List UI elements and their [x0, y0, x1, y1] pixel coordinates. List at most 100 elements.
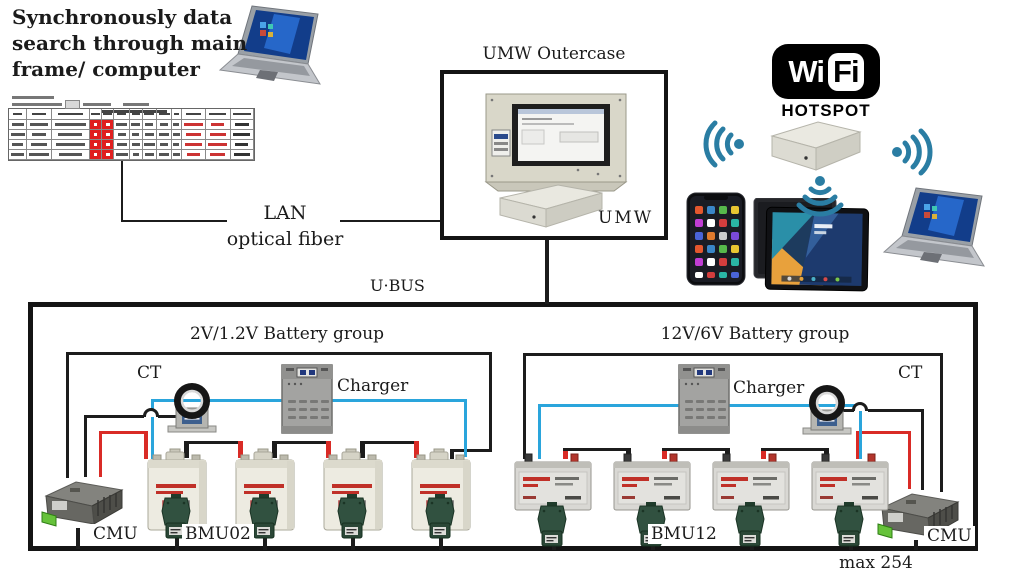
wifi-signal-down-icon [794, 168, 846, 224]
wire-black [76, 528, 80, 549]
table-cell [130, 150, 143, 160]
max-254-label: max 254 [839, 553, 913, 573]
table-cell [9, 120, 28, 130]
wire-blue [859, 404, 862, 459]
table-cell [157, 109, 172, 120]
table-cell [51, 150, 90, 160]
wire-crossover-hop [143, 408, 159, 417]
table-cell [89, 150, 103, 160]
table-cell [206, 120, 231, 130]
table-button [65, 100, 80, 109]
table-cell [9, 109, 28, 120]
wifi-signal-right-icon [884, 126, 940, 178]
table-cell [206, 140, 231, 150]
ct-right-label: CT [898, 363, 923, 383]
wire-black [263, 534, 267, 550]
table-header-row [9, 109, 254, 120]
table-cell [9, 140, 28, 150]
wire-black [523, 353, 943, 356]
table-cell [27, 109, 52, 120]
table-cell [181, 120, 207, 130]
wire-red [662, 448, 667, 459]
wire-black [914, 540, 918, 550]
table-cell [102, 140, 115, 150]
smartphone-image [686, 192, 746, 286]
table-cell [102, 120, 115, 130]
table-cell [157, 130, 172, 140]
wifi-signal-left-icon [696, 118, 752, 170]
wire-black [868, 409, 924, 412]
wire-black [489, 352, 492, 452]
wire-black [272, 441, 277, 458]
table-data-row [9, 140, 254, 150]
wire-black [158, 415, 186, 418]
wire-black [84, 415, 144, 418]
wire-black [662, 448, 730, 451]
cmu-left-image [40, 474, 126, 532]
ubus-label: U·BUS [370, 276, 425, 295]
table-cell [230, 140, 254, 150]
wire-black [439, 534, 443, 550]
caption-sync-search: Synchronously data search through main f… [12, 5, 248, 81]
umw-device-label: UMW [598, 208, 654, 228]
umw-outercase-label: UMW Outercase [482, 44, 626, 64]
wire-black [84, 415, 87, 477]
table-cell [89, 140, 103, 150]
wire-black [843, 409, 854, 412]
wire-blue [151, 399, 154, 459]
table-grid [8, 108, 255, 161]
table-cell [51, 109, 90, 120]
table-cell [181, 109, 207, 120]
cmu-right-label: CMU [924, 526, 975, 546]
table-cell [157, 120, 172, 130]
wire-red [563, 448, 568, 459]
wire-black [545, 240, 549, 304]
table-cell [230, 109, 254, 120]
table-cell [230, 120, 254, 130]
table-cell [114, 120, 131, 130]
table-cell [142, 130, 158, 140]
table-cell [230, 130, 254, 140]
table-cell [9, 130, 28, 140]
table-cell [142, 140, 158, 150]
charger-right-image [678, 364, 730, 434]
table-cell [171, 109, 182, 120]
table-cell [89, 130, 103, 140]
table-cell [206, 109, 231, 120]
wire-black [940, 353, 943, 492]
wire-black [272, 441, 331, 444]
table-cell [171, 120, 182, 130]
table-data-row [9, 120, 254, 130]
wire-black [563, 448, 631, 451]
bmu12-module-3 [733, 502, 767, 548]
table-header-text-line [12, 87, 255, 99]
left-group-title: 2V/1.2V Battery group [189, 324, 385, 344]
wire-red [99, 431, 147, 434]
charger-left-image [281, 364, 333, 434]
battery-12v-1 [513, 452, 593, 512]
wire-black [360, 441, 419, 444]
wire-red [238, 441, 243, 458]
monitoring-software-table [8, 86, 255, 161]
table-cell [130, 120, 143, 130]
table-title-line [12, 101, 255, 113]
wifi-logo: Wi Fi [772, 44, 880, 99]
wire-red [99, 431, 102, 477]
table-cell [89, 109, 103, 120]
table-cell [51, 120, 90, 130]
umw-outercase-box [440, 70, 668, 240]
table-data-row [9, 130, 254, 140]
wire-red [144, 431, 148, 459]
table-cell [230, 150, 254, 160]
wire-black [66, 352, 69, 478]
wire-black [450, 449, 454, 459]
table-cell [102, 109, 115, 120]
wifi-logo-wi-text: Wi [788, 53, 825, 89]
umw-unit-image [496, 182, 606, 234]
wire-black [921, 409, 924, 490]
table-cell [181, 150, 207, 160]
table-cell [130, 130, 143, 140]
table-cell [27, 140, 52, 150]
table-data-row [9, 150, 254, 160]
wire-red [414, 441, 419, 458]
